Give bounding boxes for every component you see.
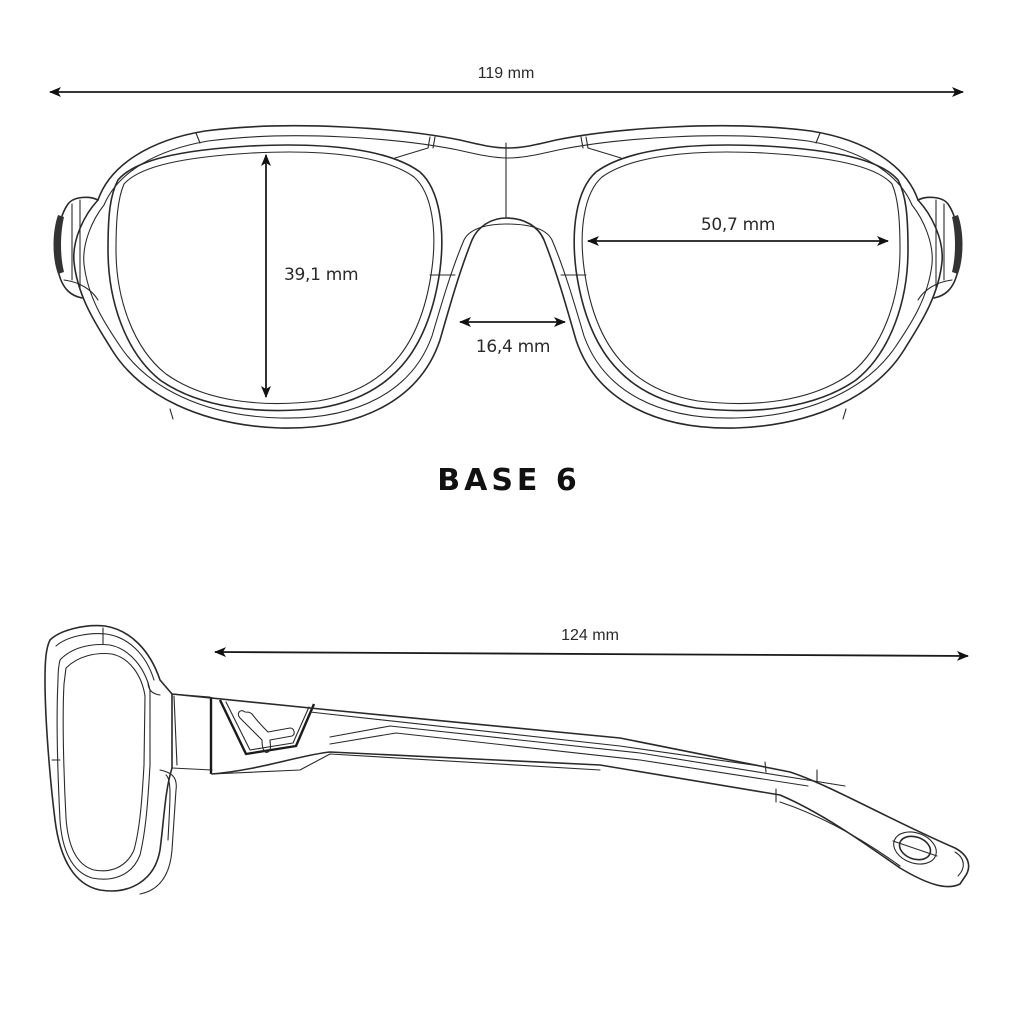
- base-curve-label: BASE 6: [437, 463, 581, 498]
- lens-width-dimension: 50,7 mm: [587, 215, 889, 246]
- lens-width-label: 50,7 mm: [701, 215, 775, 235]
- overall-width-label: 119 mm: [478, 65, 535, 82]
- temple-length-label: 124 mm: [561, 627, 619, 644]
- front-view: 119 mm: [49, 65, 964, 429]
- right-hinge: [917, 196, 963, 301]
- temple-arm: [171, 693, 970, 888]
- lens-height-dimension: 39,1 mm: [261, 154, 359, 398]
- temple-tip-oval: [892, 831, 938, 865]
- left-hinge: [53, 196, 99, 301]
- bridge-width-dimension: 16,4 mm: [459, 317, 566, 357]
- brand-logo-icon: [218, 699, 316, 756]
- side-view: 124 mm: [44, 624, 970, 895]
- front-frame: [53, 124, 963, 429]
- lens-height-label: 39,1 mm: [284, 265, 358, 285]
- bridge-width-label: 16,4 mm: [476, 337, 550, 357]
- side-frame-front: [44, 624, 177, 895]
- temple-length-dimension: 124 mm: [214, 627, 969, 661]
- overall-width-dimension: 119 mm: [49, 65, 964, 97]
